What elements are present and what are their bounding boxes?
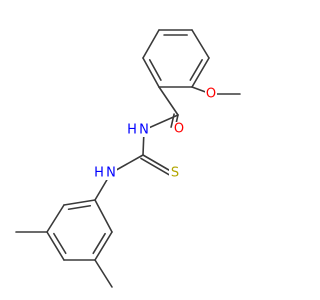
atom-label-backdrop xyxy=(126,123,138,137)
bond-layer xyxy=(15,29,241,288)
atom-label-backdrop xyxy=(169,166,181,180)
ring-b-bond xyxy=(94,231,113,261)
atom-label-s-thio: S xyxy=(171,166,179,181)
ring-a-double-bond xyxy=(148,59,162,81)
ring-b-double-bond xyxy=(67,204,92,211)
atom-label-backdrop xyxy=(105,166,117,180)
methyl-bond xyxy=(94,259,113,288)
atom-label-n-amide: N xyxy=(139,123,149,138)
ring-b-double-bond xyxy=(53,232,67,255)
atom-label-backdrop xyxy=(173,122,185,136)
ring-a-bond xyxy=(142,29,160,59)
ring-b-bond xyxy=(46,204,65,233)
ring-b-bond xyxy=(63,199,96,206)
ring-b-bond xyxy=(46,231,65,261)
atom-label-backdrop xyxy=(93,166,105,180)
ring-a-bond xyxy=(191,57,210,88)
ring-a-bond xyxy=(191,29,210,59)
atom-label-h-aryl: H xyxy=(94,166,104,181)
atom-label-o-methoxy: O xyxy=(206,87,216,102)
thiocarbonyl-double-bond-second xyxy=(140,157,173,178)
atom-label-n-aryl: N xyxy=(106,166,116,181)
ring-b-bond xyxy=(94,199,113,233)
ring-b-double-bond xyxy=(92,232,106,255)
ring-carbonyl-bond xyxy=(158,86,179,116)
ring-a-bond xyxy=(142,57,160,88)
atom-label-o-carbonyl: O xyxy=(174,122,184,137)
atom-label-h-amide: H xyxy=(127,123,137,138)
atom-label-backdrop xyxy=(138,123,150,137)
thiocarbonyl-double-bond xyxy=(142,154,175,174)
atom-label-backdrop xyxy=(205,87,217,101)
ring-a-double-bond xyxy=(189,59,203,81)
